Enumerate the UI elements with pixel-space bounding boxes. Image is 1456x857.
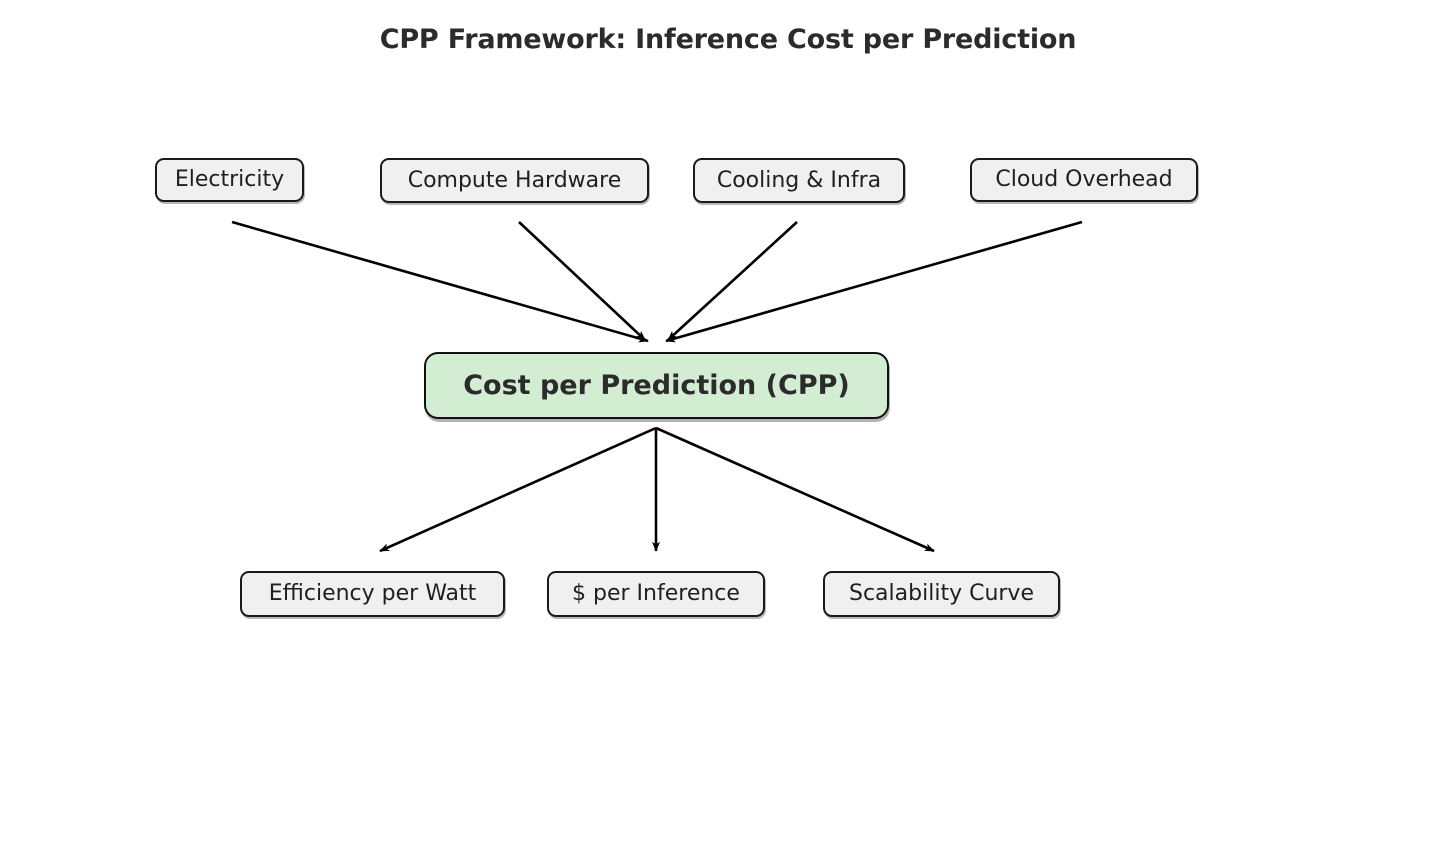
node-scalability-curve[interactable]: Scalability Curve xyxy=(823,571,1060,617)
node-efficiency-per-watt[interactable]: Efficiency per Watt xyxy=(240,571,505,617)
node-cooling-infra-label: Cooling & Infra xyxy=(716,167,882,193)
edge-compute-hardware-to-cpp xyxy=(518,221,646,341)
node-cloud-overhead-label: Cloud Overhead xyxy=(995,167,1173,192)
node-electricity[interactable]: Electricity xyxy=(155,158,304,202)
node-cooling-infra[interactable]: Cooling & Infra xyxy=(693,158,905,203)
node-cost-per-prediction[interactable]: Cost per Prediction (CPP) xyxy=(424,352,889,419)
edge-cpp-to-scalability-curve xyxy=(655,426,935,553)
node-dollar-per-inference[interactable]: $ per Inference xyxy=(547,571,765,617)
edge-cloud-overhead-to-cpp xyxy=(665,220,1083,343)
node-cloud-overhead[interactable]: Cloud Overhead xyxy=(970,158,1198,202)
edge-electricity-to-cpp xyxy=(231,220,649,343)
node-scalability-curve-label: Scalability Curve xyxy=(849,581,1034,606)
node-electricity-label: Electricity xyxy=(174,167,285,192)
node-cost-per-prediction-label: Cost per Prediction (CPP) xyxy=(463,370,850,401)
edge-cooling-infra-to-cpp xyxy=(667,221,798,341)
edge-cpp-to-efficiency-per-watt xyxy=(379,426,657,553)
diagram-title: CPP Framework: Inference Cost per Predic… xyxy=(379,24,1077,55)
node-compute-hardware-label: Compute Hardware xyxy=(407,167,622,193)
node-compute-hardware[interactable]: Compute Hardware xyxy=(380,158,649,203)
node-dollar-per-inference-label: $ per Inference xyxy=(572,581,740,606)
node-efficiency-per-watt-label: Efficiency per Watt xyxy=(268,581,477,606)
